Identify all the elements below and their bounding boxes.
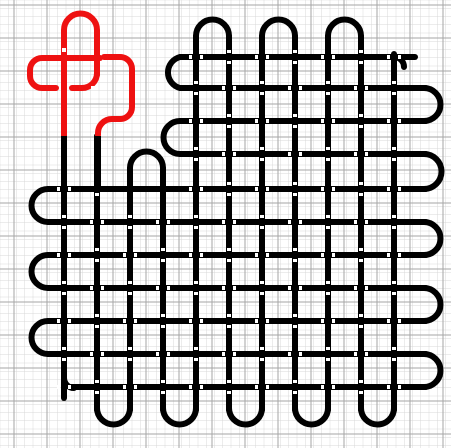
knot-puzzle-board[interactable]	[0, 0, 451, 448]
knot-svg	[0, 0, 451, 448]
